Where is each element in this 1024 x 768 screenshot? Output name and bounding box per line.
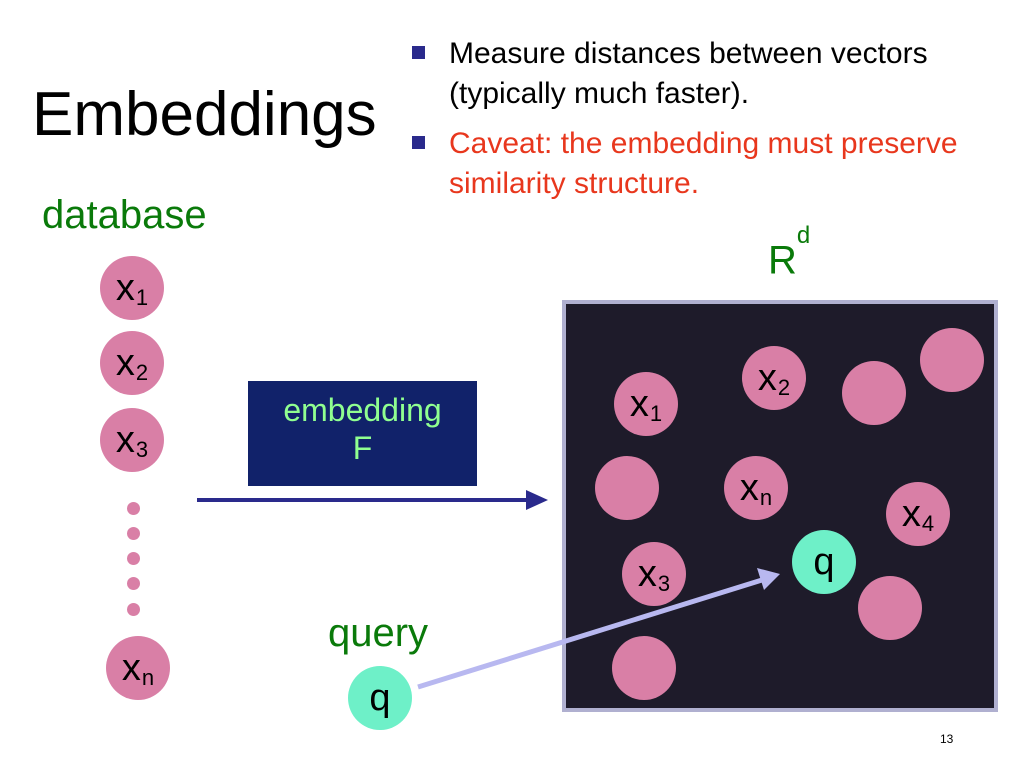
point-base: x xyxy=(629,382,649,425)
point-base: x xyxy=(739,466,759,509)
item-sub: 1 xyxy=(135,285,149,310)
ellipsis-dot xyxy=(127,527,140,540)
point-sub: n xyxy=(759,485,773,510)
point-sub: 3 xyxy=(657,571,671,596)
space-label-sup: d xyxy=(796,222,811,249)
square-bullet-icon xyxy=(412,136,425,149)
query-mapping-arrow xyxy=(417,568,780,690)
item-sub: 3 xyxy=(135,437,149,462)
space-point-unlabeled xyxy=(842,361,906,425)
ellipsis-dot xyxy=(127,502,140,515)
bullet-text: Caveat: the embedding must preserve simi… xyxy=(449,127,958,200)
space-point-unlabeled xyxy=(612,636,676,700)
query-point: q xyxy=(348,666,412,730)
embedding-function-name: F xyxy=(352,430,373,466)
embedding-arrow xyxy=(197,490,548,510)
item-sub: n xyxy=(141,665,155,690)
point-sub: 1 xyxy=(649,401,663,426)
point-sub: 2 xyxy=(777,375,791,400)
ellipsis-dot xyxy=(127,603,140,616)
bullet-text: Measure distances between vectors (typic… xyxy=(449,37,928,110)
point-base: q xyxy=(813,540,835,583)
slide-title: Embeddings xyxy=(32,80,377,149)
embedding-box: embedding F xyxy=(248,381,477,486)
space-point-query: q xyxy=(792,530,856,594)
item-base: x xyxy=(115,266,135,309)
space-point-unlabeled xyxy=(595,456,659,520)
item-base: x xyxy=(121,646,141,689)
item-sub: 2 xyxy=(135,360,149,385)
space-point-unlabeled xyxy=(858,576,922,640)
point-base: x xyxy=(757,356,777,399)
database-label: database xyxy=(42,193,207,237)
point-sub: 4 xyxy=(921,511,935,536)
item-base: x xyxy=(115,418,135,461)
query-label: query xyxy=(328,611,429,655)
space-label: Rd xyxy=(768,224,810,283)
ellipsis-dot xyxy=(127,577,140,590)
point-base: x xyxy=(901,492,921,535)
square-bullet-icon xyxy=(412,46,425,59)
space-label-base: R xyxy=(768,238,797,283)
item-base: x xyxy=(115,341,135,384)
point-base: x xyxy=(637,552,657,595)
embedding-label: embedding xyxy=(283,392,442,428)
query-symbol: q xyxy=(369,676,391,719)
ellipsis-dot xyxy=(127,552,140,565)
space-point-unlabeled xyxy=(920,328,984,392)
page-number: 13 xyxy=(940,732,954,746)
